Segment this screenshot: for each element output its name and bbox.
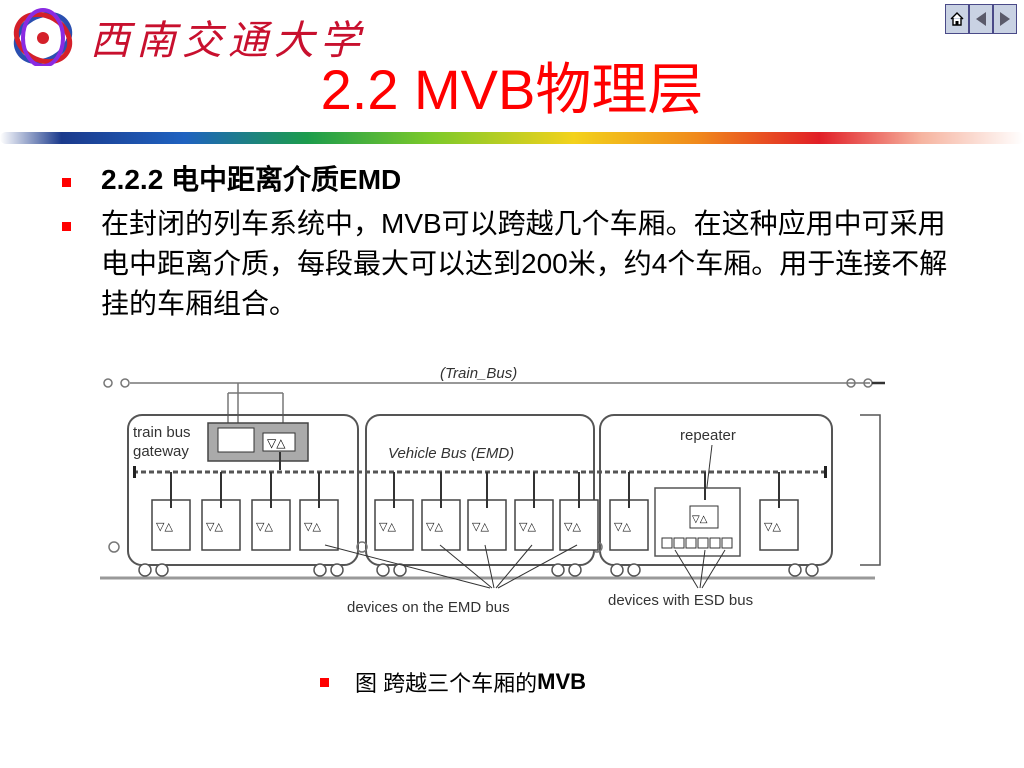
bullet-list: 2.2.2 电中距离介质EMD 在封闭的列车系统中，MVB可以跨越几个车厢。在这… bbox=[62, 160, 972, 328]
svg-text:▽△: ▽△ bbox=[519, 520, 536, 533]
svg-text:▽△: ▽△ bbox=[304, 520, 321, 533]
caption-prefix: 图 跨越三个车厢的 bbox=[355, 671, 538, 696]
bullet-square-icon bbox=[320, 677, 329, 687]
svg-text:▽△: ▽△ bbox=[206, 520, 223, 533]
repeater-label: repeater bbox=[680, 427, 736, 444]
bullet-heading: 2.2.2 电中距离介质EMD bbox=[101, 164, 402, 195]
bullet-square-icon bbox=[62, 178, 71, 187]
wheels bbox=[138, 563, 819, 577]
svg-text:▽△: ▽△ bbox=[564, 520, 581, 533]
bullet-item: 2.2.2 电中距离介质EMD bbox=[62, 160, 972, 200]
gateway-label-2: gateway bbox=[133, 443, 189, 460]
mvb-train-diagram: (Train_Bus) ▽△ train bus gateway Vehicle… bbox=[100, 365, 885, 616]
svg-text:▽△: ▽△ bbox=[692, 514, 708, 525]
svg-text:▽△: ▽△ bbox=[267, 436, 286, 450]
bullet-item: 在封闭的列车系统中，MVB可以跨越几个车厢。在这种应用中可采用电中距离介质，每段… bbox=[62, 204, 972, 324]
svg-text:▽△: ▽△ bbox=[764, 520, 781, 533]
svg-text:▽△: ▽△ bbox=[472, 520, 489, 533]
slide-nav bbox=[945, 4, 1017, 34]
school-name: 西南交通大学 bbox=[90, 18, 366, 64]
next-arrow-icon[interactable] bbox=[993, 4, 1017, 34]
svg-text:▽△: ▽△ bbox=[156, 520, 173, 533]
home-icon[interactable] bbox=[945, 4, 969, 34]
slide-title: 2.2 MVB物理层 bbox=[320, 58, 704, 121]
emd-devices bbox=[151, 499, 799, 551]
vehicle-bus-label: Vehicle Bus (EMD) bbox=[388, 445, 514, 462]
prev-arrow-icon[interactable] bbox=[969, 4, 993, 34]
bullet-square-icon bbox=[62, 222, 71, 231]
figure-caption: 图 跨越三个车厢的 MVB bbox=[320, 666, 586, 698]
svg-text:▽△: ▽△ bbox=[256, 520, 273, 533]
svg-text:▽△: ▽△ bbox=[379, 520, 396, 533]
esd-devices-label: devices with ESD bus bbox=[608, 592, 753, 609]
gradient-divider bbox=[0, 132, 1024, 144]
bullet-text: 在封闭的列车系统中，MVB可以跨越几个车厢。在这种应用中可采用电中距离介质，每段… bbox=[101, 208, 948, 319]
train-bus-label: (Train_Bus) bbox=[440, 365, 517, 382]
emd-devices-label: devices on the EMD bus bbox=[347, 599, 510, 616]
caption-suffix: MVB bbox=[537, 669, 587, 694]
university-logo bbox=[13, 8, 73, 66]
pointer-lines bbox=[324, 544, 726, 589]
svg-text:▽△: ▽△ bbox=[426, 520, 443, 533]
svg-text:▽△: ▽△ bbox=[614, 520, 631, 533]
gateway-label-1: train bus bbox=[133, 424, 191, 441]
